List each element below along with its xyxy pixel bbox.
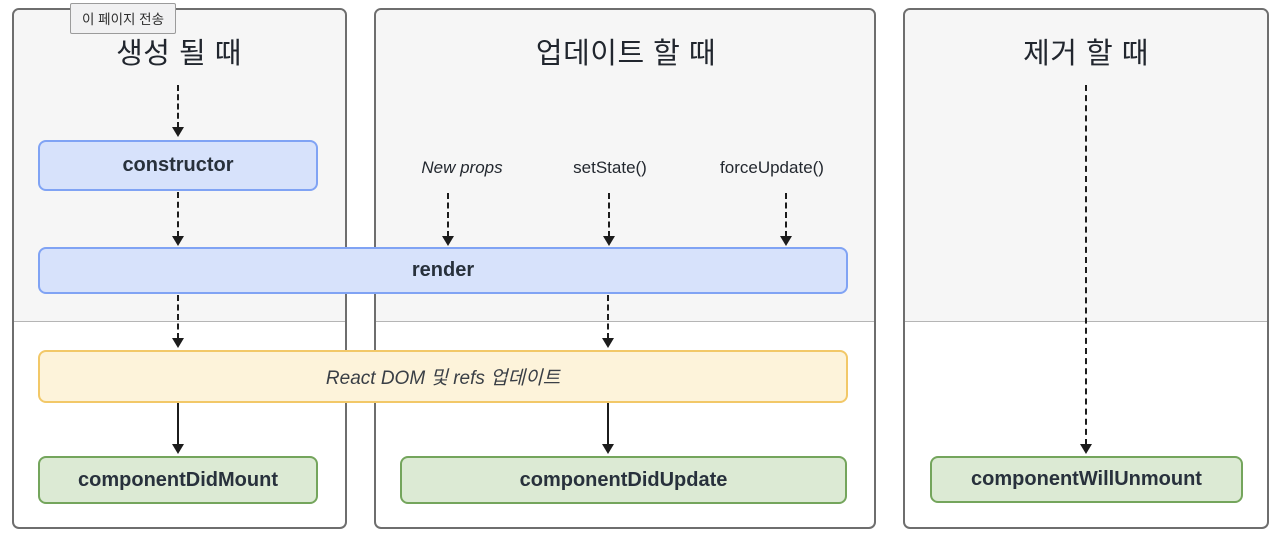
arrow-render-to-dom-mounting (172, 295, 184, 348)
react-dom-update-box: React DOM 및 refs 업데이트 (38, 350, 848, 403)
constructor-box[interactable]: constructor (38, 140, 318, 191)
render-box[interactable]: render (38, 247, 848, 294)
component-did-mount-box[interactable]: componentDidMount (38, 456, 318, 504)
column-title-unmounting: 제거 할 때 (1023, 38, 1149, 70)
trigger-new-props: New props (421, 158, 503, 177)
arrow-unmount-to-will-unmount (1080, 85, 1092, 454)
component-did-update-box[interactable]: componentDidUpdate (400, 456, 847, 504)
arrow-dom-to-did-update (602, 403, 614, 454)
arrow-mount-to-constructor (172, 85, 184, 137)
component-will-unmount-box[interactable]: componentWillUnmount (930, 456, 1243, 503)
trigger-set-state[interactable]: setState() (573, 158, 647, 177)
arrow-render-to-dom-updating (602, 295, 614, 348)
translate-page-tooltip: 이 페이지 전송 (70, 3, 177, 34)
trigger-force-update[interactable]: forceUpdate() (720, 158, 824, 177)
arrow-set-state-to-render (603, 193, 615, 246)
column-title-mounting: 생성 될 때 (116, 38, 242, 70)
column-title-updating: 업데이트 할 때 (535, 38, 717, 70)
arrow-force-update-to-render (780, 193, 792, 246)
arrow-dom-to-did-mount (172, 403, 184, 454)
arrow-new-props-to-render (442, 193, 454, 246)
arrow-constructor-to-render (172, 192, 184, 246)
